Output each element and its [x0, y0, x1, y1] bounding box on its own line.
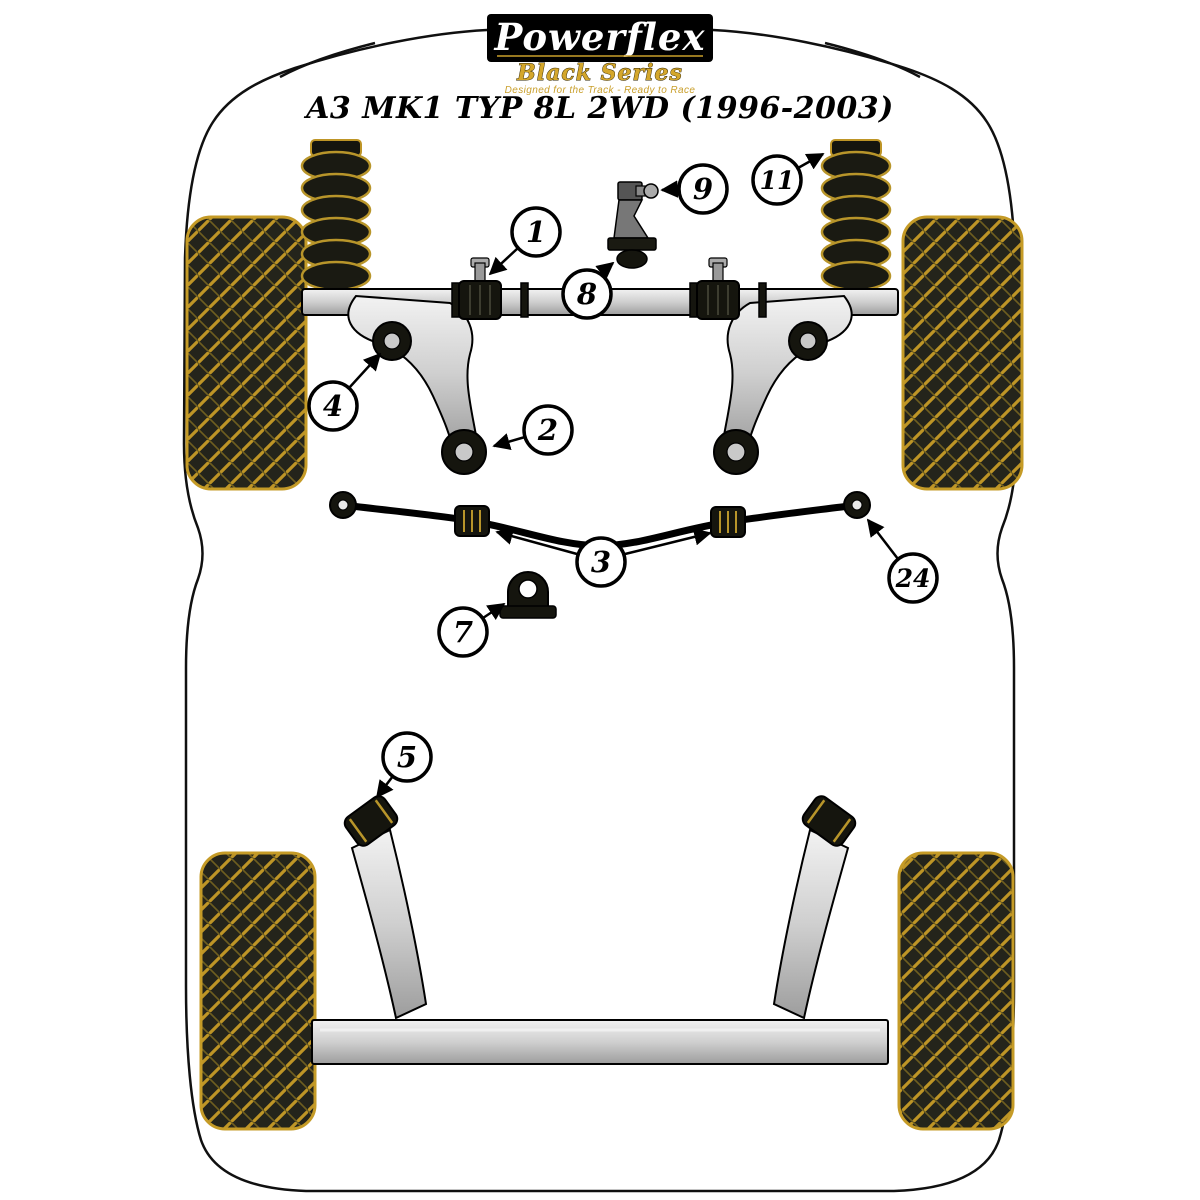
- trailing-arm-left: [343, 795, 428, 1020]
- wheel-front-left: [185, 215, 308, 491]
- hood-seam-right: [824, 41, 921, 79]
- callout-24: 24: [866, 518, 939, 604]
- callout-7: 7: [437, 602, 506, 658]
- engine-mount: [607, 181, 659, 269]
- callout-circle: [437, 606, 489, 658]
- callout-circle: [381, 731, 433, 783]
- tagline: Designed for the Track - Ready to Race: [505, 85, 696, 96]
- callout-8: 8: [561, 261, 615, 320]
- wheel-rear-left: [199, 851, 317, 1131]
- arb-clamp-right: [710, 506, 746, 538]
- callout-number: 7: [453, 615, 473, 649]
- trailing-arm-bush-left: [343, 795, 399, 847]
- hood-seam-left: [279, 41, 376, 79]
- trailing-arm-bush-right: [801, 795, 857, 847]
- trailing-arm-right: [772, 795, 857, 1020]
- callout-number: 11: [760, 166, 795, 195]
- callout-circle: [522, 404, 574, 456]
- callout-circle: [751, 154, 803, 206]
- logo-background: [487, 14, 713, 62]
- callout-circle: [575, 536, 627, 588]
- callout-circle: [887, 552, 939, 604]
- callout-11: 11: [751, 152, 825, 206]
- callout-number: 24: [895, 564, 931, 593]
- callout-number: 8: [576, 277, 597, 311]
- callout-3: 3: [495, 527, 712, 588]
- control-arm-left: [347, 294, 487, 475]
- callout-4: 4: [307, 352, 382, 432]
- steering-rack-bush: [499, 571, 557, 619]
- coil-spring-left: [300, 139, 372, 292]
- wheel-rear-right: [897, 851, 1015, 1131]
- subframe-mount-bush-right: [689, 257, 767, 320]
- engine-mount-bolt: [643, 183, 659, 199]
- brand-logo: Powerflex Black Series Designed for the …: [487, 14, 713, 96]
- diagram-title: A3 MK1 TYP 8L 2WD (1996-2003): [303, 91, 894, 126]
- rear-axle-beam: [311, 1019, 889, 1065]
- coil-spring-right: [820, 139, 892, 292]
- callout-5: 5: [375, 731, 433, 799]
- callout-circle: [561, 268, 613, 320]
- callout-number: 3: [591, 545, 611, 579]
- callout-number: 5: [397, 740, 417, 774]
- callout-number: 1: [526, 215, 546, 249]
- callout-circle: [677, 163, 729, 215]
- callout-number: 4: [323, 389, 343, 423]
- callout-circle: [307, 380, 359, 432]
- callout-1: 1: [488, 206, 562, 276]
- droplink-bush-right: [843, 491, 871, 519]
- callout-circle: [510, 206, 562, 258]
- wheel-front-right: [901, 215, 1024, 491]
- callout-9: 9: [660, 163, 729, 215]
- arb-clamp-left: [454, 505, 490, 537]
- subframe-mount-bush-left: [451, 257, 529, 320]
- callout-2: 2: [492, 404, 574, 456]
- series-name: Black Series: [516, 60, 683, 86]
- callout-number: 9: [693, 172, 713, 206]
- droplink-bush-left: [329, 491, 357, 519]
- callout-number: 2: [537, 413, 558, 447]
- brand-name: Powerflex: [494, 15, 706, 59]
- control-arm-right: [713, 294, 853, 475]
